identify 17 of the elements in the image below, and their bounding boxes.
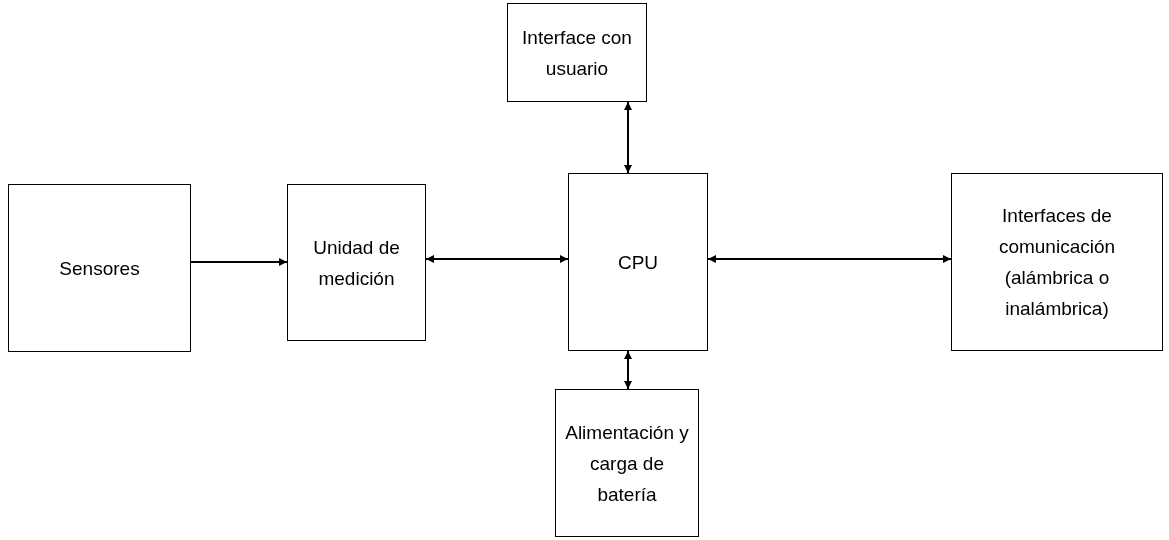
box-label: Unidad de medición [312, 235, 401, 291]
arrow [707, 255, 952, 263]
box-label: Interfaces de comunicación (alámbrica o inalámbrica) [997, 204, 1117, 321]
arrow [190, 258, 288, 266]
process-box [555, 389, 699, 537]
box-label: Sensores [59, 256, 140, 281]
arrow [425, 255, 569, 263]
box-label: CPU [617, 250, 659, 275]
process-box [568, 173, 708, 351]
arrow [624, 101, 632, 174]
process-box [507, 3, 647, 102]
process-box [951, 173, 1163, 351]
box-label: Interface con usuario [521, 25, 633, 81]
arrow [624, 350, 632, 390]
process-box [8, 184, 191, 352]
box-label: Alimentación y carga de batería [564, 420, 690, 507]
process-box [287, 184, 426, 341]
